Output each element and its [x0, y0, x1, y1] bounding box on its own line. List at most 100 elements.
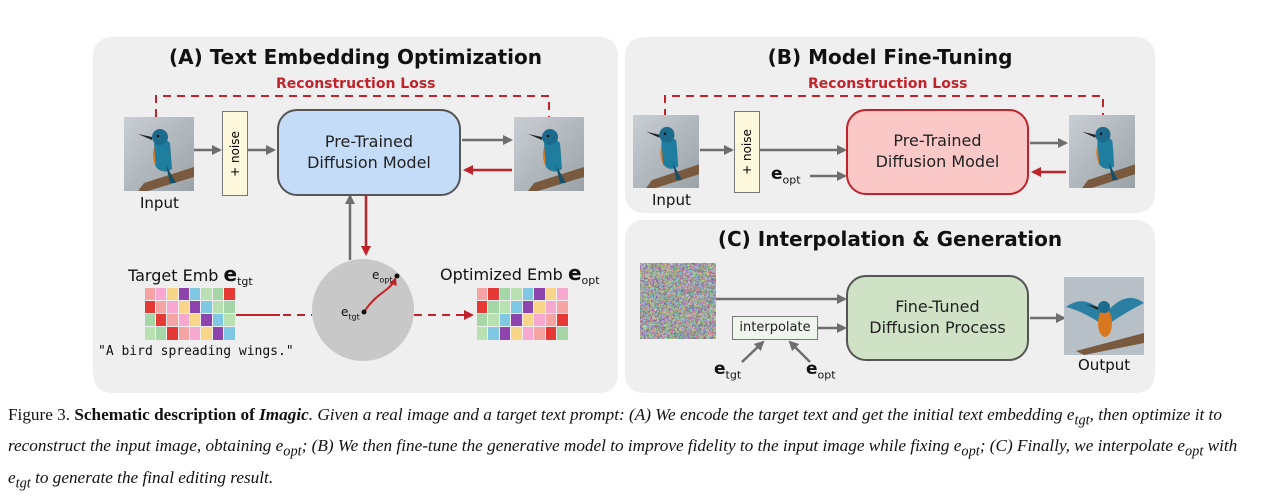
embedding-cell	[488, 300, 499, 313]
output-image-c	[1064, 277, 1144, 355]
embedding-cell	[155, 287, 167, 300]
noise-box-b: + noise	[734, 111, 760, 193]
embedding-cell	[212, 327, 224, 340]
embedding-cell	[476, 327, 487, 340]
embedding-cell	[545, 314, 556, 327]
embedding-cell	[201, 287, 212, 300]
embedding-cell	[557, 327, 568, 340]
embedding-cell	[201, 314, 212, 327]
embedding-cell	[522, 314, 533, 327]
optimized-emb-label: Optimized Emb eopt	[440, 261, 600, 288]
optimized-embedding-grid	[476, 287, 568, 340]
embedding-cell	[557, 300, 568, 313]
input-label-b: Input	[652, 191, 691, 209]
reconstruction-loss-label-b: Reconstruction Loss	[808, 76, 968, 92]
embedding-cell	[499, 314, 510, 327]
embedding-cell	[545, 327, 556, 340]
embedding-cell	[476, 314, 487, 327]
embedding-cell	[155, 300, 167, 313]
embedding-cell	[212, 300, 224, 313]
embedding-cell	[178, 327, 189, 340]
output-image-a	[514, 117, 584, 191]
input-image-a	[124, 117, 194, 191]
output-label-c: Output	[1078, 356, 1131, 374]
embedding-cell	[476, 287, 487, 300]
figure-caption: Figure 3. Schematic description of Imagi…	[8, 405, 1238, 492]
panel-c-title: (C) Interpolation & Generation	[717, 227, 1063, 251]
embedding-cell	[201, 327, 212, 340]
embedding-cell	[522, 287, 533, 300]
embedding-cell	[545, 287, 556, 300]
eopt-label-c: eopt	[806, 359, 836, 382]
embedding-cell	[488, 314, 499, 327]
embedding-cell	[190, 314, 201, 327]
embedding-cell	[511, 300, 522, 313]
embedding-cell	[155, 314, 167, 327]
arrow-eopt-to-interpolate	[788, 340, 811, 363]
embedding-cell	[224, 327, 235, 340]
embedding-cell	[557, 314, 568, 327]
reconstruction-loss-path-a	[155, 95, 550, 117]
etgt-label-c: etgt	[714, 359, 742, 382]
embedding-cell	[144, 327, 155, 340]
embedding-cell	[144, 300, 155, 313]
embedding-cell	[155, 327, 167, 340]
embedding-cell	[534, 327, 545, 340]
reconstruction-loss-label-a: Reconstruction Loss	[276, 76, 436, 92]
embedding-cell	[190, 300, 201, 313]
pretrained-diffusion-model-b: Pre-Trained Diffusion Model	[846, 109, 1029, 195]
embedding-cell	[499, 287, 510, 300]
embedding-cell	[511, 327, 522, 340]
input-image-b	[633, 115, 699, 188]
target-prompt-text: "A bird spreading wings."	[98, 344, 294, 359]
embedding-cell	[167, 287, 178, 300]
embedding-cell	[190, 327, 201, 340]
embedding-cell	[167, 300, 178, 313]
input-label-a: Input	[140, 194, 179, 212]
diagram-connectors	[155, 95, 1104, 363]
embedding-cell	[488, 327, 499, 340]
embedding-cell	[224, 300, 235, 313]
finetuned-diffusion-process: Fine-Tuned Diffusion Process	[846, 275, 1029, 361]
interpolate-box: interpolate	[732, 316, 818, 340]
embedding-cell	[190, 287, 201, 300]
gaussian-noise-image	[640, 263, 716, 339]
embedding-cell	[557, 287, 568, 300]
pretrained-diffusion-model-a: Pre-Trained Diffusion Model	[277, 109, 461, 196]
panel-a-title: (A) Text Embedding Optimization	[168, 45, 543, 69]
eopt-label-b: eopt	[771, 164, 801, 187]
embedding-cell	[534, 314, 545, 327]
embedding-cell	[224, 314, 235, 327]
embedding-cell	[144, 287, 155, 300]
embedding-cell	[224, 287, 235, 300]
embedding-cell	[534, 300, 545, 313]
embedding-cell	[167, 327, 178, 340]
output-image-b	[1069, 115, 1135, 188]
embedding-cell	[522, 300, 533, 313]
embedding-cell	[167, 314, 178, 327]
panel-b-title: (B) Model Fine-Tuning	[767, 45, 1013, 69]
target-embedding-grid	[144, 287, 235, 340]
embedding-cell	[201, 300, 212, 313]
embedding-cell	[499, 300, 510, 313]
embedding-cell	[144, 314, 155, 327]
embedding-cell	[511, 287, 522, 300]
embedding-cell	[488, 287, 499, 300]
embedding-cell	[545, 300, 556, 313]
noise-box-a: + noise	[222, 111, 248, 196]
embedding-cell	[178, 314, 189, 327]
embedding-cell	[212, 314, 224, 327]
optimization-trajectory	[363, 277, 397, 313]
embedding-cell	[534, 287, 545, 300]
target-emb-label: Target Emb etgt	[128, 262, 253, 289]
embedding-cell	[178, 287, 189, 300]
embedding-cell	[522, 327, 533, 340]
circle-eopt-label: eopt	[372, 268, 393, 285]
embedding-cell	[511, 314, 522, 327]
arrow-etgt-to-interpolate	[741, 340, 765, 363]
embedding-cell	[212, 287, 224, 300]
reconstruction-loss-path-b	[664, 95, 1104, 117]
embedding-cell	[476, 300, 487, 313]
embedding-cell	[178, 300, 189, 313]
embedding-cell	[499, 327, 510, 340]
